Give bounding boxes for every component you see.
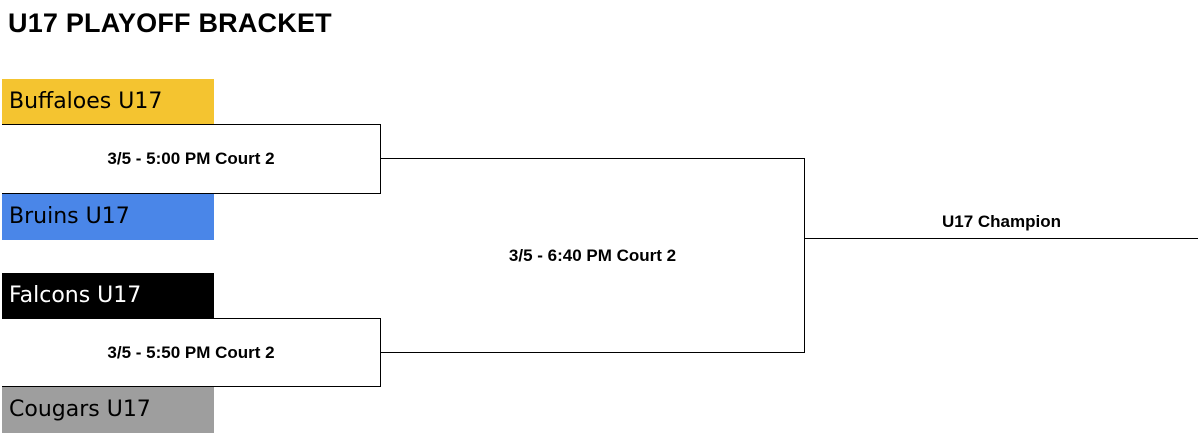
bracket-line-sf1-right (380, 124, 381, 194)
semifinal-2-label: 3/5 - 5:50 PM Court 2 (107, 343, 275, 362)
bracket-line-champion (804, 238, 1198, 239)
bracket-line-sf2-bottom (2, 386, 381, 387)
bracket-line-sf1-top (2, 124, 381, 125)
team-cougars: Cougars U17 (2, 387, 214, 433)
champion-label: U17 Champion (941, 212, 1062, 231)
team-buffaloes: Buffaloes U17 (2, 79, 214, 125)
bracket-line-sf1-bottom (2, 193, 381, 194)
team-bruins: Bruins U17 (2, 194, 214, 240)
final-label: 3/5 - 6:40 PM Court 2 (508, 246, 677, 265)
bracket-line-final-right (804, 158, 805, 353)
page-title: U17 PLAYOFF BRACKET (8, 8, 332, 38)
bracket-line-final-bottom (380, 352, 805, 353)
team-falcons: Falcons U17 (2, 273, 214, 319)
semifinal-1-label: 3/5 - 5:00 PM Court 2 (107, 149, 275, 168)
bracket-line-sf2-top (2, 318, 381, 319)
bracket-line-final-top (380, 158, 805, 159)
